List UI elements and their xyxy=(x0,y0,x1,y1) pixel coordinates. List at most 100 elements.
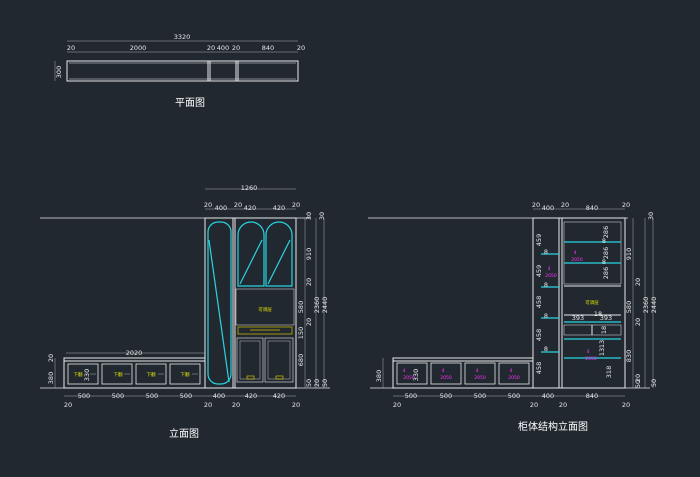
struct-bench-tag-4: 4 xyxy=(510,368,513,374)
struct-bot-dim-2: 500 xyxy=(440,392,452,400)
struct-bench-code-4: 2050 xyxy=(508,375,520,381)
elev-right-bot-50: 50 xyxy=(321,379,329,387)
elev-top-dim-0: 20 xyxy=(204,201,212,209)
elev-right-150: 150 xyxy=(297,327,305,339)
struct-bench-tag-2: 4 xyxy=(442,368,445,374)
elev-bot-dim-7: 20 xyxy=(232,401,240,409)
struct-mid-dim-3: 18 xyxy=(600,326,608,334)
elev-bot-dim-10: 20 xyxy=(292,401,300,409)
elev-bench-height: 380 xyxy=(47,372,55,384)
elev-right-bot-20: 20 xyxy=(313,379,321,387)
elev-bot-dim-1: 500 xyxy=(78,392,90,400)
struct-code-1: 2050 xyxy=(571,257,583,263)
elev-bot-dim-6: 400 xyxy=(213,392,225,400)
elev-right-2440: 2440 xyxy=(321,297,329,314)
struct-bench-tag-3: 4 xyxy=(476,368,479,374)
elevation-view: 1260 20 400 20 420 420 20 可调层 2020 xyxy=(40,184,330,440)
elev-drawer-label-4: 下翻 xyxy=(181,371,190,378)
struct-top-dim-0: 20 xyxy=(532,201,540,209)
struct-bot-dim-9: 20 xyxy=(622,401,630,409)
structure-view: 20 400 20 840 20 459 8 459 8 458 8 458 8… xyxy=(368,201,658,433)
struct-tag-1: 4 xyxy=(574,250,577,256)
struct-bot-dim-3: 500 xyxy=(474,392,486,400)
elev-right-top-30a: 30 xyxy=(305,212,313,220)
struct-bench-tag-1: 4 xyxy=(403,368,406,374)
structure-title: 柜体结构立面图 xyxy=(518,420,588,433)
elev-bot-dim-3: 500 xyxy=(146,392,158,400)
elev-top-dim-2: 20 xyxy=(234,201,242,209)
struct-left-dim-8: 458 xyxy=(535,362,543,374)
struct-left-dim-1: 8 xyxy=(544,248,548,256)
struct-mid-dim-0: 18 xyxy=(594,310,602,318)
elev-bot-dim-2: 500 xyxy=(112,392,124,400)
struct-upper-dim-2: 286 xyxy=(602,247,610,259)
plan-dim-20d: 20 xyxy=(297,44,305,52)
elev-top-total: 1260 xyxy=(241,184,258,192)
struct-tag-2: 4 xyxy=(587,349,590,355)
struct-compartment-label: 可调层 xyxy=(585,299,599,306)
struct-right-910: 910 xyxy=(625,248,633,260)
plan-dim-400: 400 xyxy=(217,44,229,52)
struct-bench-code-2: 2050 xyxy=(440,375,452,381)
struct-upper-dim-0: 286 xyxy=(602,226,610,238)
elev-right-910: 910 xyxy=(305,248,313,260)
struct-bench-code-3: 2050 xyxy=(474,375,486,381)
struct-bot-dim-6: 400 xyxy=(542,392,554,400)
elev-top-dim-4: 420 xyxy=(273,204,285,212)
struct-right-2440: 2440 xyxy=(650,297,658,314)
plan-dim-20b: 20 xyxy=(207,44,215,52)
struct-mid-dim-4: 13 xyxy=(598,340,606,348)
plan-total-dim: 3320 xyxy=(174,33,191,41)
struct-upper-dim-3: 8 xyxy=(602,258,606,266)
plan-dim-2000: 2000 xyxy=(130,44,147,52)
struct-right-20b: 20 xyxy=(634,318,642,326)
struct-bot-dim-0: 20 xyxy=(393,401,401,409)
struct-top-dim-1: 400 xyxy=(542,204,554,212)
elev-right-top-30b: 30 xyxy=(318,212,326,220)
struct-tag-3: 4 xyxy=(548,266,551,272)
elev-compartment-label: 可调层 xyxy=(258,306,272,313)
struct-code-2: 2050 xyxy=(585,356,597,362)
struct-left-dim-2: 459 xyxy=(535,265,543,277)
elev-right-20: 20 xyxy=(305,278,313,286)
struct-top-dim-3: 840 xyxy=(586,204,598,212)
elev-right-mid-20: 20 xyxy=(305,318,313,326)
struct-right-50: 50 xyxy=(634,380,642,388)
struct-right-20c: 20 xyxy=(634,374,642,382)
struct-bot-dim-7: 20 xyxy=(559,401,567,409)
elev-drawer-label-1: 下翻 xyxy=(74,371,83,378)
struct-upper-dim-4: 286 xyxy=(602,267,610,279)
elev-top-dim-3: 420 xyxy=(244,204,256,212)
elev-top-dim-5: 20 xyxy=(292,201,300,209)
elev-right-50: 50 xyxy=(305,379,313,387)
elevation-title: 立面图 xyxy=(169,427,199,440)
struct-mid-dim-2: 393 xyxy=(600,314,612,322)
struct-bot-dim-5: 20 xyxy=(530,401,538,409)
struct-right-580: 580 xyxy=(625,301,633,313)
elev-bench-width: 2020 xyxy=(126,349,143,357)
struct-left-dim-3: 8 xyxy=(544,281,548,289)
elev-bot-dim-4: 500 xyxy=(180,392,192,400)
elev-drawer-label-2: 下翻 xyxy=(114,371,123,378)
struct-left-dim-4: 458 xyxy=(535,296,543,308)
struct-bot-dim-4: 500 xyxy=(508,392,520,400)
struct-low-dim: 318 xyxy=(605,366,613,378)
struct-code-3: 2050 xyxy=(545,273,557,279)
plan-dim-840: 840 xyxy=(262,44,274,52)
struct-left-dim-5: 8 xyxy=(544,312,548,320)
plan-depth-dim: 300 xyxy=(55,66,63,78)
elev-bot-dim-5: 20 xyxy=(204,401,212,409)
struct-bench-height: 380 xyxy=(375,370,383,382)
elev-drawer-label-3: 下翻 xyxy=(147,371,156,378)
elev-top-dim-1: 400 xyxy=(215,204,227,212)
elev-right-680: 680 xyxy=(297,354,305,366)
struct-top-dim-2: 20 xyxy=(561,201,569,209)
struct-mid-dim-5: 13 xyxy=(598,348,606,356)
plan-dim-20c: 20 xyxy=(232,44,240,52)
struct-right-20a: 20 xyxy=(634,278,642,286)
struct-right-top-30: 30 xyxy=(647,212,655,220)
plan-dim-20a: 20 xyxy=(67,44,75,52)
elev-bot-dim-8: 420 xyxy=(245,392,257,400)
struct-right-830: 830 xyxy=(625,350,633,362)
